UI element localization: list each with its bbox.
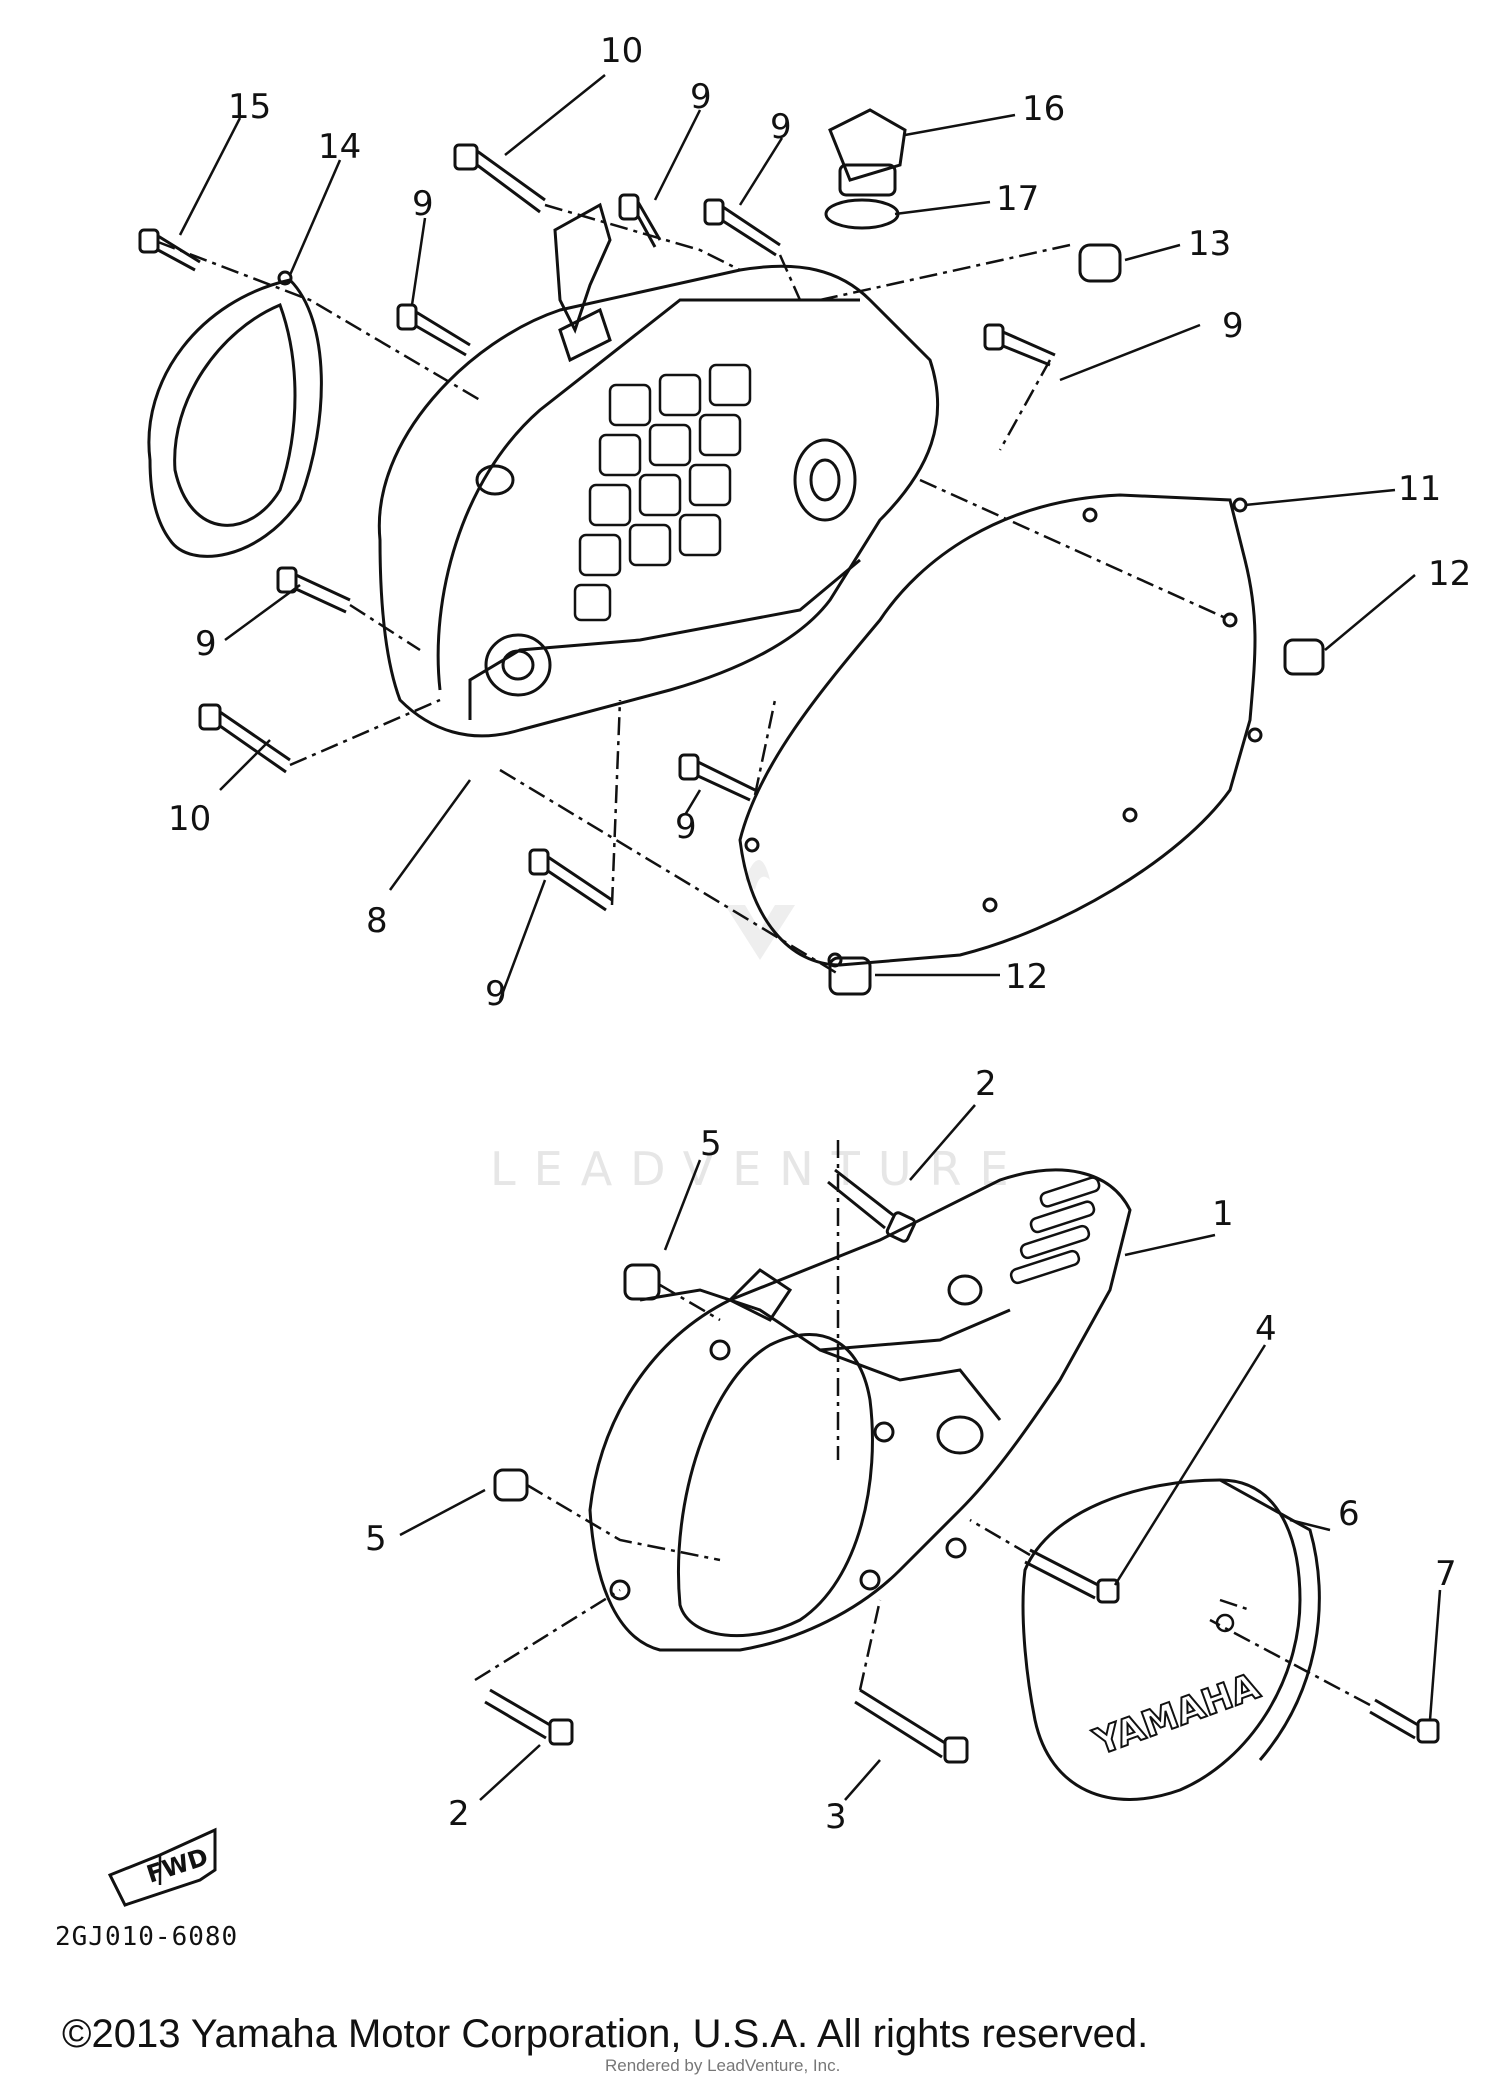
callout-12: 12	[1428, 554, 1471, 594]
rendered-by-note: Rendered by LeadVenture, Inc.	[605, 2056, 841, 2075]
callout-7: 7	[1435, 1554, 1457, 1594]
bolts-lower	[484, 1168, 1440, 1764]
crankcase-cover-lower	[588, 1168, 1132, 1652]
leader-lines-lower	[399, 1104, 1442, 1801]
bolt-4	[1024, 1548, 1120, 1604]
crankcase-cover-upper	[377, 264, 940, 738]
bolt-9-a	[618, 193, 662, 248]
fwd-arrow: FWD	[107, 1827, 217, 1907]
callout-12: 12	[1005, 957, 1048, 997]
bolt-9-d	[983, 323, 1056, 367]
dowel-12-a	[1283, 638, 1325, 676]
gasket-14	[147, 270, 323, 558]
bolt-2-bottom	[484, 1688, 574, 1746]
callout-9: 9	[412, 184, 434, 224]
callout-5: 5	[365, 1519, 387, 1559]
bolt-10-left	[198, 703, 291, 774]
oil-filler-cap-16	[828, 108, 907, 197]
plug-13	[1078, 243, 1122, 283]
bolt-9-g	[528, 848, 613, 912]
callout-9: 9	[690, 77, 712, 117]
bolts-upper	[138, 108, 1325, 996]
diagram-part-number: 2GJ010-6080	[55, 1922, 238, 1952]
callout-15: 15	[228, 87, 271, 127]
bolt-9-b	[703, 198, 781, 257]
callout-labels: 10 15 14 9 9 16 17 13 9 9 11 12 9 10 9 8…	[168, 31, 1471, 1837]
dowel-5-b	[493, 1468, 529, 1502]
callout-14: 14	[318, 127, 361, 167]
reference-lines-lower	[474, 1140, 1371, 1707]
bolt-15	[138, 228, 201, 272]
callout-9: 9	[1222, 306, 1244, 346]
bolt-7	[1369, 1698, 1440, 1744]
bolt-9-c	[396, 303, 471, 357]
callout-10: 10	[168, 799, 211, 839]
copyright-notice: ©2013 Yamaha Motor Corporation, U.S.A. A…	[62, 2012, 1149, 2056]
bracket-upper	[553, 202, 612, 334]
callout-1: 1	[1212, 1194, 1234, 1234]
bolt-10-top	[453, 143, 546, 214]
callout-3: 3	[825, 1797, 847, 1837]
callout-2: 2	[975, 1064, 997, 1104]
dowel-5-a	[623, 1263, 661, 1301]
callout-9: 9	[485, 974, 507, 1014]
callout-9: 9	[770, 107, 792, 147]
callout-9: 9	[675, 807, 697, 847]
callout-11: 11	[1398, 469, 1441, 509]
dowel-12-b	[828, 956, 872, 996]
callout-5: 5	[700, 1124, 722, 1164]
watermark: LEADVENTURE	[490, 860, 1027, 1196]
reference-lines-upper	[157, 203, 1231, 977]
callout-9: 9	[195, 624, 217, 664]
callout-13: 13	[1188, 224, 1231, 264]
side-cover-6: YAMAHA	[1021, 1478, 1321, 1801]
callout-4: 4	[1255, 1309, 1277, 1349]
o-ring-17	[824, 198, 900, 230]
callout-17: 17	[996, 179, 1039, 219]
callout-2: 2	[448, 1794, 470, 1834]
callout-10: 10	[600, 31, 643, 71]
callout-6: 6	[1338, 1494, 1360, 1534]
callout-8: 8	[366, 901, 388, 941]
bolt-9-e	[276, 566, 351, 614]
leader-lines-upper	[178, 74, 1416, 1001]
callout-16: 16	[1022, 89, 1065, 129]
bolt-3	[854, 1688, 969, 1764]
bolt-9-f	[678, 753, 756, 802]
gasket-11	[738, 493, 1263, 968]
watermark-text: LEADVENTURE	[490, 1142, 1027, 1196]
